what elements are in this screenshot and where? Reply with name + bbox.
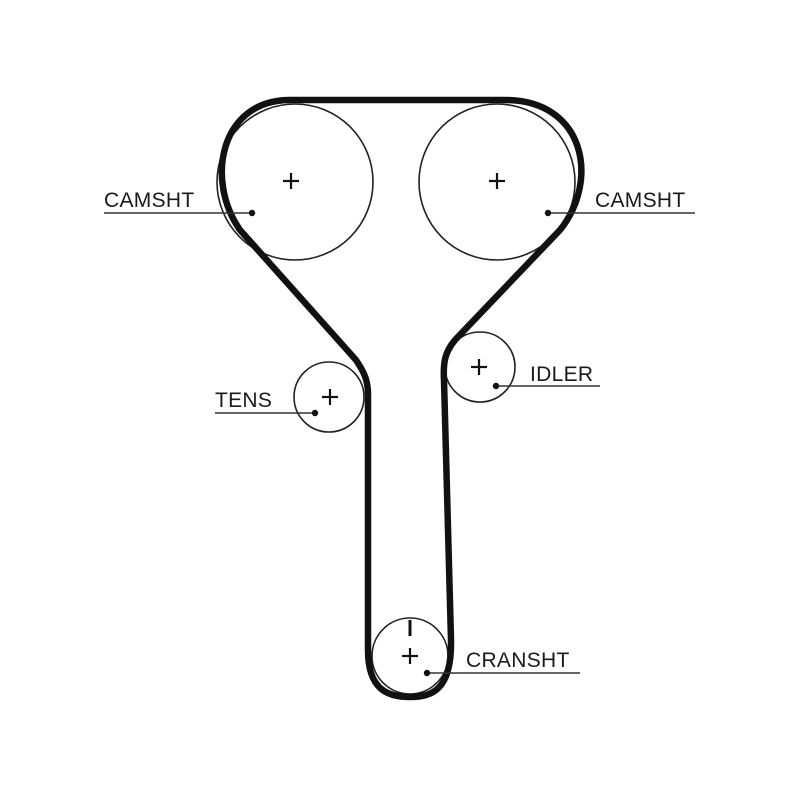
center-cross-idler — [471, 359, 487, 375]
leader-camshaft-left — [104, 209, 256, 217]
label-camshaft-left: CAMSHT — [104, 189, 194, 212]
leader-camshaft-right — [544, 209, 695, 217]
pulley-camshaft-left — [216, 103, 374, 261]
center-cross-crankshaft — [402, 648, 418, 664]
leader-tensioner — [215, 409, 319, 417]
label-tensioner: TENS — [215, 389, 272, 412]
center-cross-camshaft-right — [489, 173, 505, 189]
pulley-camshaft-right — [418, 103, 576, 261]
leader-idler — [492, 382, 600, 390]
center-cross-camshaft-left — [283, 173, 299, 189]
label-crankshaft: CRANSHT — [466, 649, 570, 672]
label-camshaft-right: CAMSHT — [595, 189, 685, 212]
label-idler: IDLER — [530, 363, 593, 386]
leader-crankshaft — [423, 669, 580, 677]
timing-belt — [218, 96, 585, 701]
pulley-tensioner — [293, 361, 365, 433]
center-cross-tensioner — [322, 389, 338, 405]
